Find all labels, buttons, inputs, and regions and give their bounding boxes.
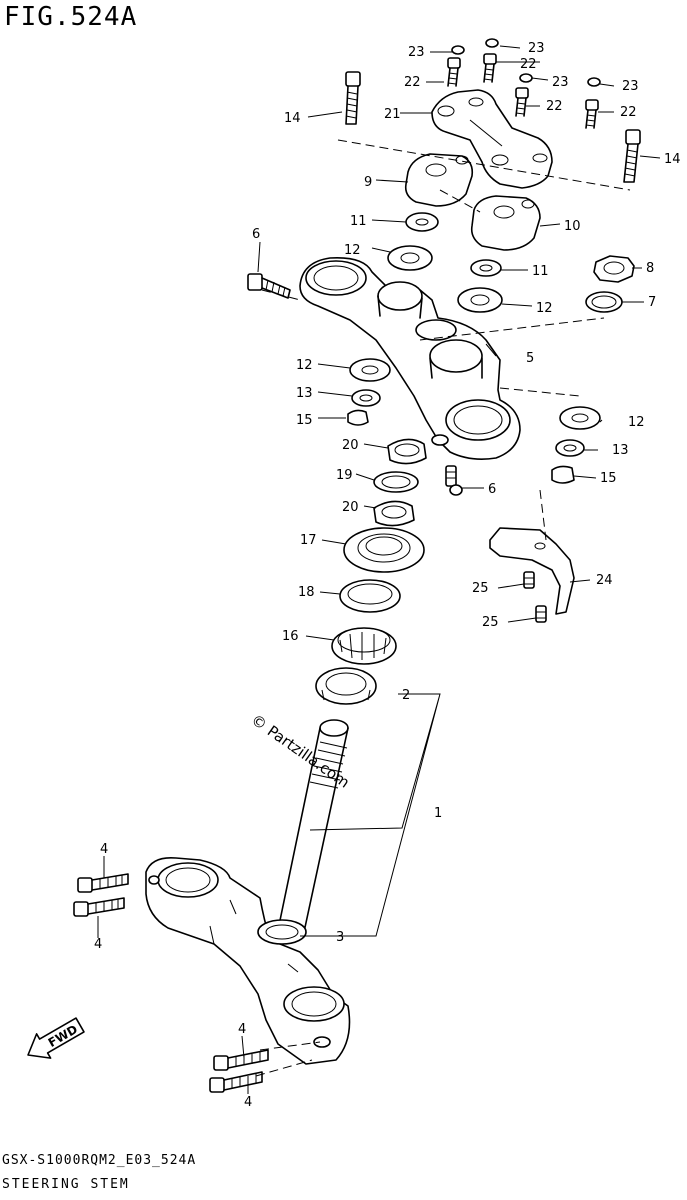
assembly-lines: [255, 139, 631, 1077]
callout-14: 14: [664, 152, 681, 167]
callout-14: 14: [284, 111, 301, 126]
clamp-bolts: [447, 53, 599, 129]
callout-25: 25: [482, 615, 499, 630]
callout-17: 17: [300, 533, 317, 548]
callout-6: 6: [488, 482, 496, 497]
callout-22: 22: [546, 99, 563, 114]
callout-23: 23: [552, 75, 569, 90]
callout-22: 22: [620, 105, 637, 120]
handlebar-holder-left-lower: [404, 153, 474, 207]
callout-4: 4: [100, 842, 108, 857]
callout-1: 1: [434, 806, 442, 821]
callout-13: 13: [296, 386, 313, 401]
callout-10: 10: [564, 219, 581, 234]
callout-20: 20: [342, 438, 359, 453]
model-code: GSX-S1000RQM2_E03_524A: [2, 1153, 197, 1168]
callout-11: 11: [532, 264, 549, 279]
callout-7: 7: [648, 295, 656, 310]
dust-seal: [343, 527, 425, 573]
callout-20: 20: [342, 500, 359, 515]
upper-bearing: [331, 627, 397, 665]
pinch-bolt-lower: [445, 465, 463, 496]
handlebar-holder-upper: [431, 89, 553, 189]
callout-15: 15: [600, 471, 617, 486]
pinch-bolt-upper: [247, 273, 291, 299]
callout-25: 25: [472, 581, 489, 596]
figure-caption: STEERING STEM: [2, 1177, 130, 1192]
washers-right: [551, 406, 601, 484]
washers-upper: [387, 212, 503, 313]
stay-bolts: [523, 571, 547, 623]
callout-5: 5: [526, 351, 534, 366]
callout-4: 4: [238, 1022, 246, 1037]
callout-22: 22: [404, 75, 421, 90]
holder-bolt-right: [623, 129, 641, 183]
leader-lines: [97, 45, 661, 1094]
holder-bolt-left: [345, 71, 361, 125]
callout-16: 16: [282, 629, 299, 644]
stem-nut-and-washer: [585, 255, 635, 313]
callout-11: 11: [350, 214, 367, 229]
callout-12: 12: [344, 243, 361, 258]
callout-12: 12: [296, 358, 313, 373]
callout-3: 3: [336, 930, 344, 945]
callout-8: 8: [646, 261, 654, 276]
forward-direction-arrow: FWD: [27, 1017, 85, 1059]
lower-bracket-bolts: [73, 873, 269, 1093]
callout-23: 23: [408, 45, 425, 60]
callout-2: 2: [402, 688, 410, 703]
callout-6: 6: [252, 227, 260, 242]
callout-15: 15: [296, 413, 313, 428]
callout-23: 23: [528, 41, 545, 56]
callout-18: 18: [298, 585, 315, 600]
callout-21: 21: [384, 107, 401, 122]
stay-bracket: [489, 527, 575, 615]
callout-22: 22: [520, 57, 537, 72]
callout-13: 13: [612, 443, 629, 458]
inner-race-seal: [339, 579, 401, 613]
washers-left: [347, 358, 391, 426]
callout-numbers: 23 23 23 23 22 22 22 22 14 14 21 9 10 11…: [94, 41, 681, 1110]
callout-23: 23: [622, 79, 639, 94]
lower-bearing: [315, 667, 377, 705]
callout-4: 4: [94, 937, 102, 952]
callout-19: 19: [336, 468, 353, 483]
lock-nuts: [373, 438, 427, 527]
bolt-caps: [451, 38, 601, 87]
callout-12: 12: [628, 415, 645, 430]
figure-title: FIG.524A: [4, 2, 138, 32]
callout-24: 24: [596, 573, 613, 588]
callout-12: 12: [536, 301, 553, 316]
callout-9: 9: [364, 175, 372, 190]
lower-bracket: [145, 856, 351, 1065]
callout-4: 4: [244, 1095, 252, 1110]
upper-bracket: [299, 256, 521, 460]
handlebar-holder-right-lower: [470, 195, 541, 251]
